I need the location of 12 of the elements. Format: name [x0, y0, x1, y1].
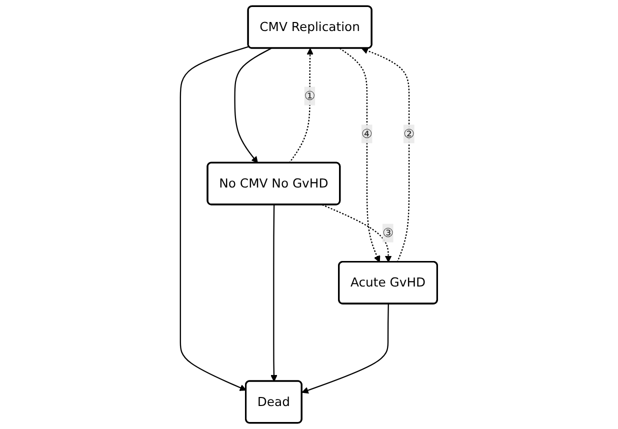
edge-label: ④ [362, 126, 373, 141]
arrow [289, 48, 314, 164]
edge-label: ① [304, 88, 316, 103]
arrow [340, 48, 380, 262]
edge-label: ② [404, 126, 415, 141]
arrow [362, 48, 410, 262]
arrow [322, 204, 392, 262]
edge-label: ③ [382, 225, 394, 240]
arrow [234, 48, 272, 164]
arrow [302, 304, 390, 394]
arrow [270, 204, 278, 382]
arrow [180, 46, 250, 391]
